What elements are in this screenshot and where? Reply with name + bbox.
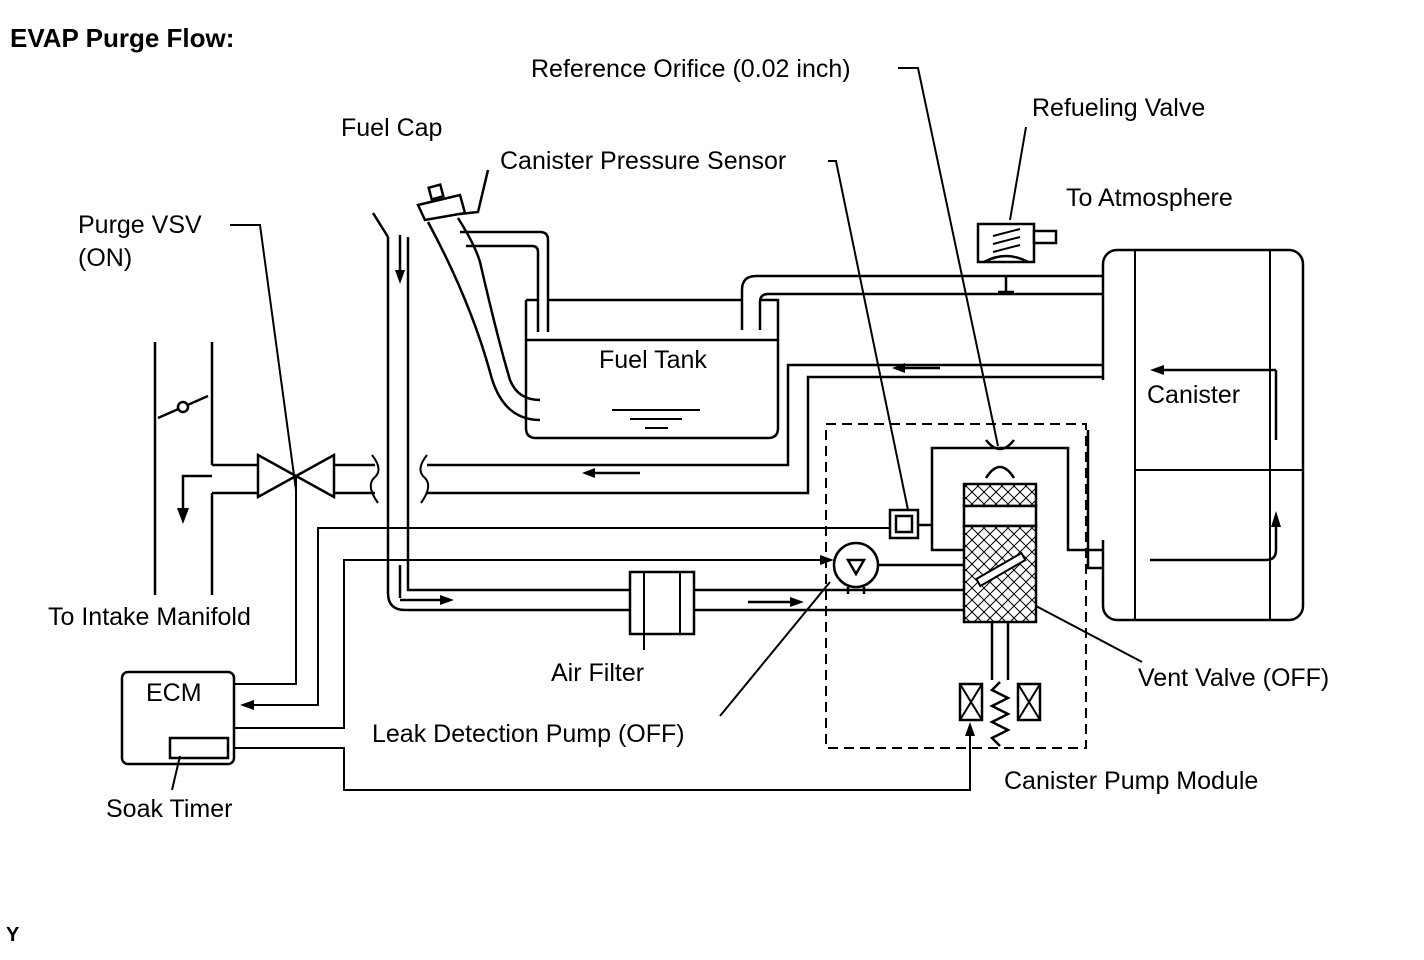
ecm-label: ECM [146,679,202,707]
purge-vsv-state-label: (ON) [78,244,132,272]
fuel-tank [524,274,1103,440]
corner-mark: Y [6,924,20,946]
filler-neck [426,217,550,422]
canister [1098,248,1305,622]
fresh-air-path [371,212,630,612]
leader-lines [171,67,1143,791]
leak-detection-pump-label: Leak Detection Pump (OFF) [372,720,685,748]
fuel-tank-label: Fuel Tank [599,346,707,374]
fuel-cap [416,169,490,222]
refueling-valve [976,222,1058,294]
soak-timer-label: Soak Timer [106,795,232,823]
to-atmosphere-label: To Atmosphere [1066,184,1233,212]
refueling-valve-label: Refueling Valve [1032,94,1205,122]
air-filter [628,570,964,636]
to-intake-manifold-label: To Intake Manifold [48,603,251,631]
purge-vsv-label: Purge VSV [78,211,202,239]
fuel-cap-label: Fuel Cap [341,114,442,142]
vent-valve-label: Vent Valve (OFF) [1138,664,1329,692]
purge-vsv [212,452,430,504]
canister-label: Canister [1147,381,1240,409]
canister-pump-module-label: Canister Pump Module [1004,767,1258,795]
diagram-title: EVAP Purge Flow: [10,23,234,53]
intake-manifold [153,342,214,595]
air-filter-label: Air Filter [551,659,644,687]
canister-pump-module [825,423,1087,749]
ecm-wiring [234,476,975,791]
reference-orifice-label: Reference Orifice (0.02 inch) [531,55,851,83]
purge-line [427,363,1103,495]
canister-pressure-sensor-label: Canister Pressure Sensor [500,147,786,175]
